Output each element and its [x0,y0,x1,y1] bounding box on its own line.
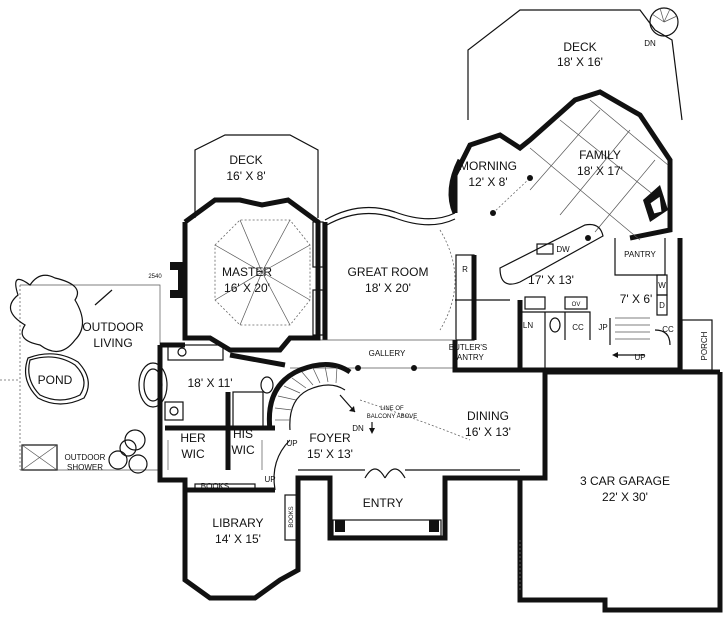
his-wic-name: HIS [233,427,253,441]
laundry-size: 7' X 6' [620,292,653,306]
entry-name: ENTRY [363,496,403,510]
pantry-label: PANTRY [624,250,656,259]
books-master-top: BOOKS [316,234,322,255]
outdoor-living-name2: LIVING [93,336,132,350]
foyer-stair-dn: DN [352,424,364,433]
outdoor-shower-label: OUTDOOR [65,453,106,462]
deck-master-name: DECK [229,153,262,167]
books-wic-label: BOOKS [201,482,229,491]
refrigerator-label: R [462,265,468,274]
library-name: LIBRARY [212,516,263,530]
her-wic-name2: WIC [181,447,205,461]
foyer-size: 15' X 13' [307,447,353,461]
bathtub [138,362,168,408]
her-wic-name: HER [180,431,206,445]
bath-size: 18' X 11' [187,376,232,390]
dining-size: 16' X 13' [465,425,511,439]
great-room-walls [322,206,477,341]
linen-label: LN [523,321,533,330]
master-size: 16' X 20' [224,281,270,295]
library-size: 14' X 15' [215,532,261,546]
morning-size: 12' X 8' [468,175,507,189]
garage-size: 22' X 30' [602,490,648,504]
deck-rear-size: 18' X 16' [557,55,603,69]
balcony-label2: BALCONY ABOVE [367,414,418,420]
balcony-label: LINE OF [380,406,404,412]
family-size: 18' X 17' [577,164,623,178]
dishwasher-label: DW [556,245,570,254]
foyer-stair [266,362,471,491]
pond-label: POND [38,373,73,387]
dryer-label: D [659,301,665,310]
foyer-name: FOYER [309,431,351,445]
his-wic-name2: WIC [231,443,255,457]
entry-walls [182,468,520,601]
gallery-label: GALLERY [369,349,406,358]
butlers-pantry-label: BUTLER'S [449,343,487,352]
books-library: BOOKS [289,506,295,527]
deck-rear-name: DECK [563,40,596,54]
great-room-name: GREAT ROOM [348,265,429,279]
oven-label: OV [572,302,581,308]
outdoor-living-name: OUTDOOR [82,320,144,334]
kitchen-island [455,223,604,301]
coat-closet-label-2: CC [662,325,674,334]
rear-deck [467,7,683,121]
pond-outline [28,356,85,401]
rotated-labels: BOOKS BOOKS BOOKS PORCH [289,234,709,527]
garage-walls [517,369,723,613]
butlers-pantry-label2: PANTRY [452,353,484,362]
family-name: FAMILY [579,148,621,162]
room-labels: DECK 18' X 16' DN DECK 16' X 8' MORNING … [38,39,674,546]
outdoor-shower-label2: SHOWER [67,463,103,472]
master-suite-walls [170,134,324,353]
garage-name: 3 CAR GARAGE [580,474,670,488]
spiral-stair [649,7,679,37]
coat-closet-label-1: CC [572,323,584,332]
master-name: MASTER [222,265,272,279]
jack-post-label: JP [598,323,607,332]
morning-name: MORNING [459,159,517,173]
dining-name: DINING [467,409,509,423]
porch-label: PORCH [700,331,709,360]
great-room-size: 18' X 20' [365,281,411,295]
foyer-stair-up1: UP [286,439,297,448]
books-master-bottom: BOOKS [316,302,322,323]
master-fireplace [170,262,185,298]
shower-pad [21,444,58,471]
laundry-stair-up: UP [634,353,645,362]
tree-canopy [9,274,84,352]
toilet [260,376,274,394]
outdoor-living [0,274,161,474]
deck-stair-dn: DN [644,39,656,48]
master-bath-walls [138,342,286,493]
dimension-2540: 2540 [148,274,162,280]
family-area [448,89,673,241]
service-walls [452,238,713,373]
deck-master-size: 16' X 8' [226,169,265,183]
foyer-stair-up2: UP [264,475,275,484]
kitchen-size: 17' X 13' [528,273,574,287]
washer-label: W [658,281,666,290]
